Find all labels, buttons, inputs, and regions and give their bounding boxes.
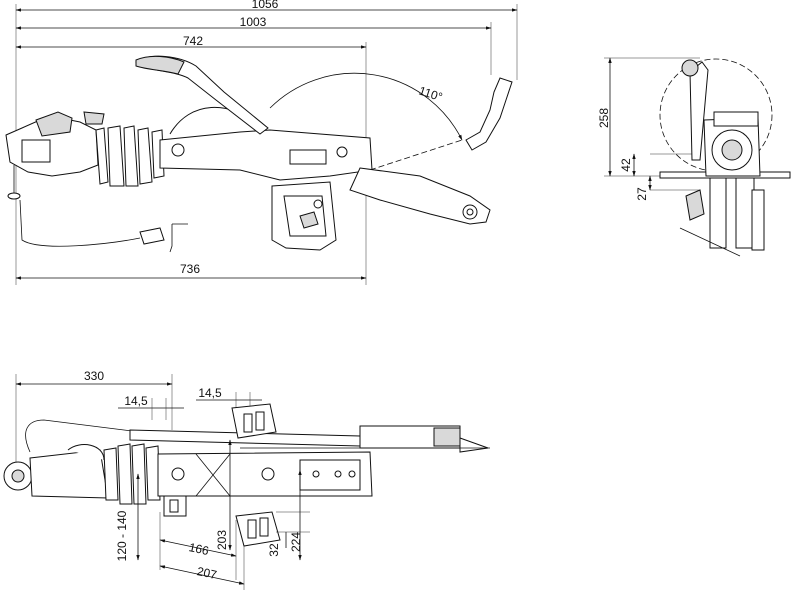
side-view: 1056 1003 742 736 110° xyxy=(5,0,518,285)
brake-lever-raised xyxy=(465,77,513,151)
breakaway-cable xyxy=(19,199,188,253)
dim-32-label: 32 xyxy=(267,543,281,557)
dim-1056-label: 1056 xyxy=(252,0,279,11)
dim-224: 224 xyxy=(289,469,303,561)
dim-330-label: 330 xyxy=(84,369,104,383)
guide-plate xyxy=(271,181,337,251)
dim-166: 166 xyxy=(159,539,237,558)
brake-lever xyxy=(135,55,269,135)
dim-1056: 1056 xyxy=(15,0,518,12)
dim-207-label: 207 xyxy=(196,564,219,582)
dim-258-label: 258 xyxy=(597,108,611,128)
bellows xyxy=(95,125,165,187)
dim-42: 42 xyxy=(619,153,636,177)
dim-203-label: 203 xyxy=(215,530,229,550)
front-view: 258 42 27 xyxy=(597,57,791,257)
dim-258: 258 xyxy=(597,57,612,177)
dim-736: 736 xyxy=(15,262,367,280)
coupling-head-top xyxy=(3,419,141,499)
top-view: 330 14,5 14,5 xyxy=(3,369,490,590)
coupling-head xyxy=(5,111,105,200)
drawbar-body xyxy=(159,106,373,181)
lower-flange xyxy=(235,511,281,547)
dim-166-label: 166 xyxy=(188,540,211,558)
brake-lever-top xyxy=(129,425,490,453)
dim-42-label: 42 xyxy=(619,158,633,172)
dim-742: 742 xyxy=(15,34,367,49)
dim-224-label: 224 xyxy=(289,532,303,552)
dim-736-label: 736 xyxy=(180,262,200,276)
upper-flange xyxy=(231,403,277,439)
dim-120-140-label: 120 - 140 xyxy=(115,510,129,561)
dim-203: 203 xyxy=(215,439,232,551)
dim-742-label: 742 xyxy=(183,34,203,48)
dim-27: 27 xyxy=(635,175,652,201)
dim-14-5-right-label: 14,5 xyxy=(198,386,222,400)
bellows-top xyxy=(103,443,161,505)
dim-27-label: 27 xyxy=(635,187,649,201)
dim-angle-label: 110° xyxy=(417,84,444,105)
dim-14-5-left-label: 14,5 xyxy=(124,394,148,408)
dim-14-5-left: 14,5 xyxy=(118,394,184,420)
drawbar-top xyxy=(157,451,373,497)
dim-32: 32 xyxy=(267,532,287,557)
rear-arm xyxy=(349,167,491,225)
dim-330: 330 xyxy=(15,369,173,386)
dim-1003-label: 1003 xyxy=(240,15,267,29)
left-lug xyxy=(163,495,187,517)
dim-1003: 1003 xyxy=(15,15,492,30)
dim-207: 207 xyxy=(159,564,245,585)
dim-120-140: 120 - 140 xyxy=(115,473,140,561)
